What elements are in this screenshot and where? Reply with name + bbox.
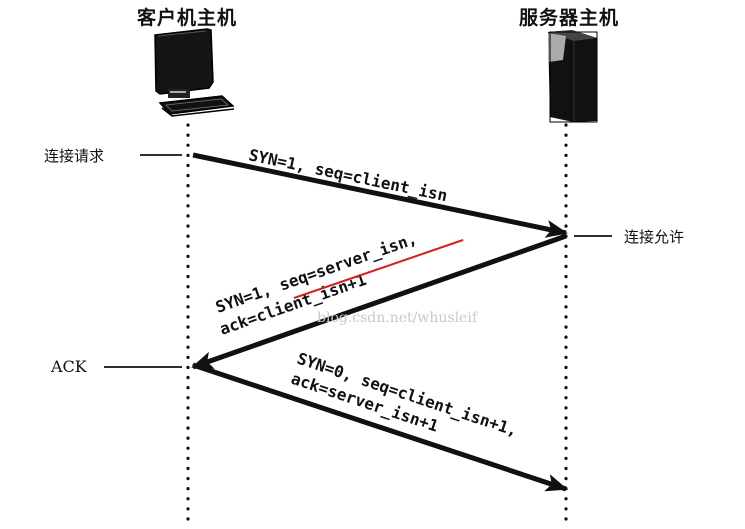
watermark: blog.csdn.net/whusleif (317, 310, 479, 326)
syn-message: SYN=1, seq=client_isn (247, 145, 449, 205)
highlight-underline (293, 239, 464, 299)
connection-granted-label: 连接允许 (624, 228, 685, 246)
ack-label: ACK (51, 357, 87, 376)
server-host-title: 服务器主机 (519, 7, 620, 29)
synack-arrow (191, 233, 567, 370)
server-tower-icon (548, 30, 598, 123)
connection-request-label: 连接请求 (44, 147, 105, 165)
desktop-computer-icon (154, 28, 235, 117)
client-host-title: 客户机主机 (137, 7, 238, 29)
syn-arrow (192, 152, 568, 238)
ack-arrow (192, 362, 568, 492)
